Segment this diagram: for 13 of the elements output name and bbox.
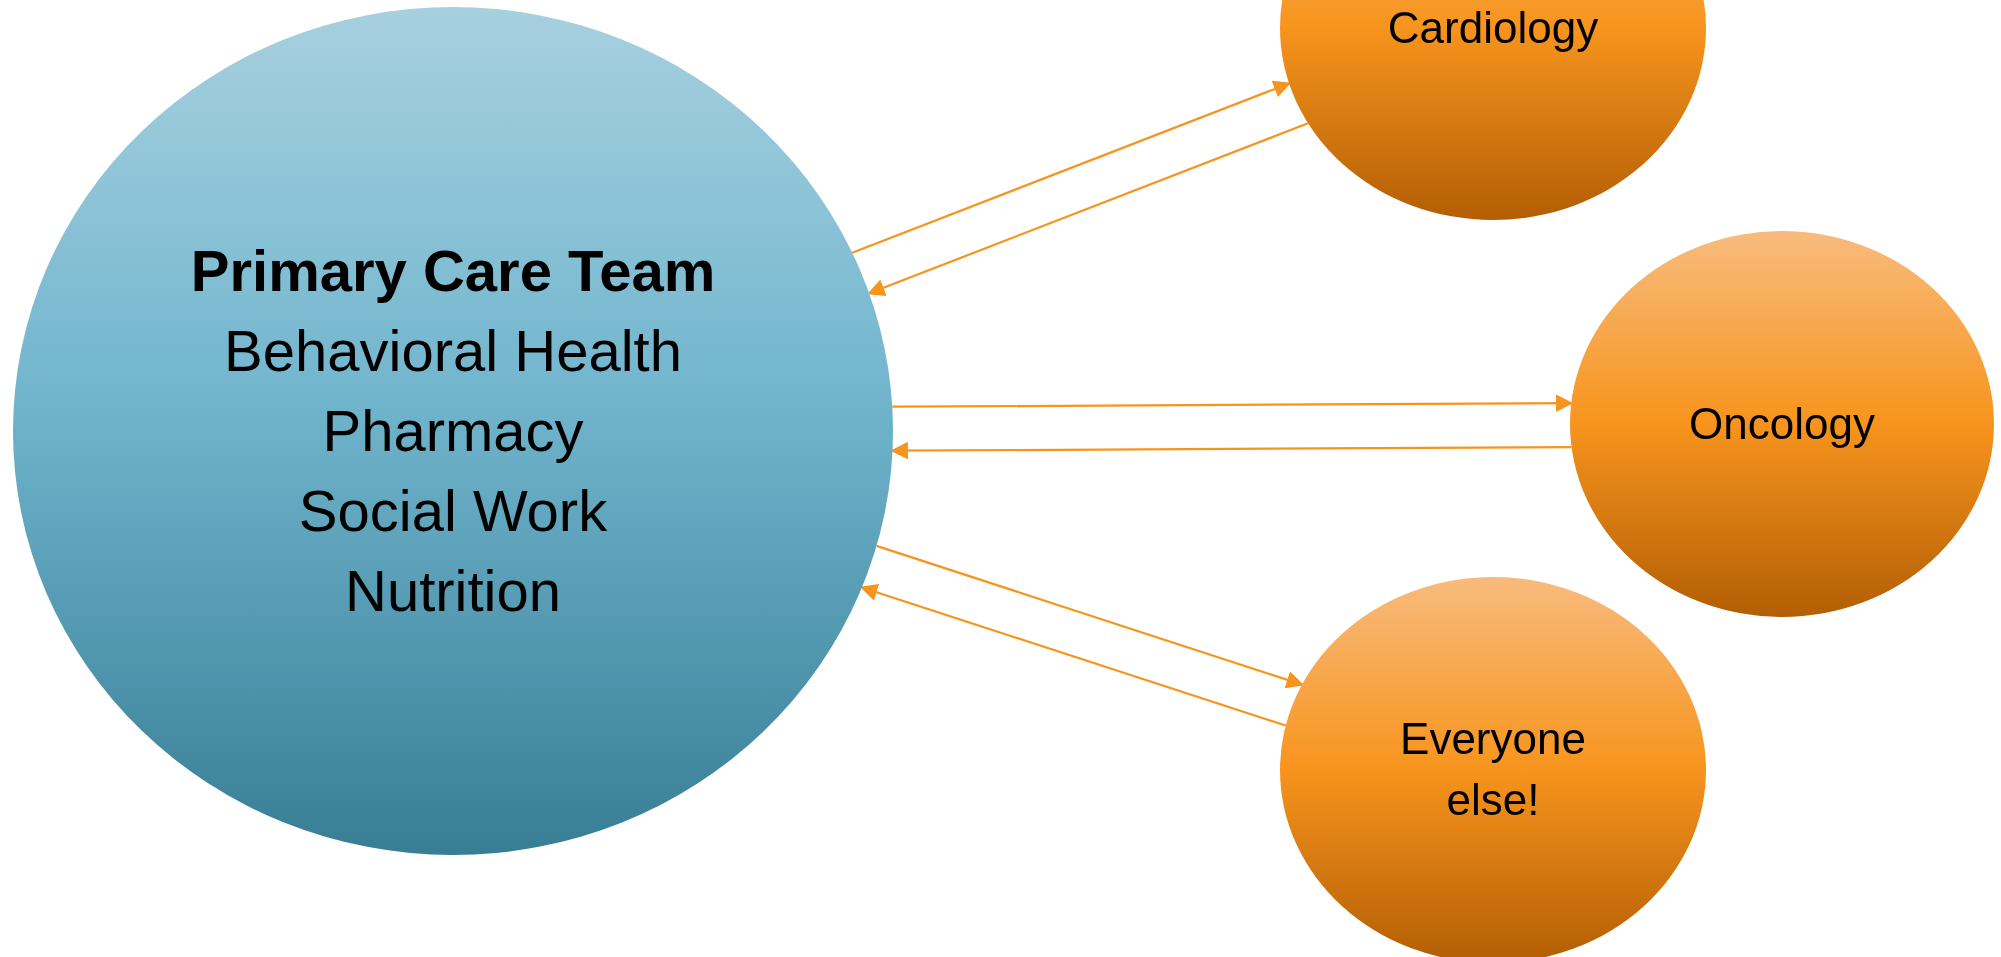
node-label: Behavioral Health	[224, 316, 682, 385]
arrow	[859, 583, 1287, 727]
arrow	[876, 544, 1305, 689]
node-label: Oncology	[1689, 397, 1875, 450]
heading-text: Primary Care Team	[190, 236, 716, 305]
node-label: Cardiology	[1387, 1, 1599, 54]
arrow	[890, 441, 1572, 460]
node-label: Social Work	[298, 477, 608, 545]
arrow	[867, 122, 1309, 296]
arrow	[851, 80, 1292, 254]
node-label: Pharmacy	[322, 397, 584, 465]
node-label: Everyone else!	[1399, 713, 1587, 826]
node-label: Nutrition	[345, 557, 561, 626]
